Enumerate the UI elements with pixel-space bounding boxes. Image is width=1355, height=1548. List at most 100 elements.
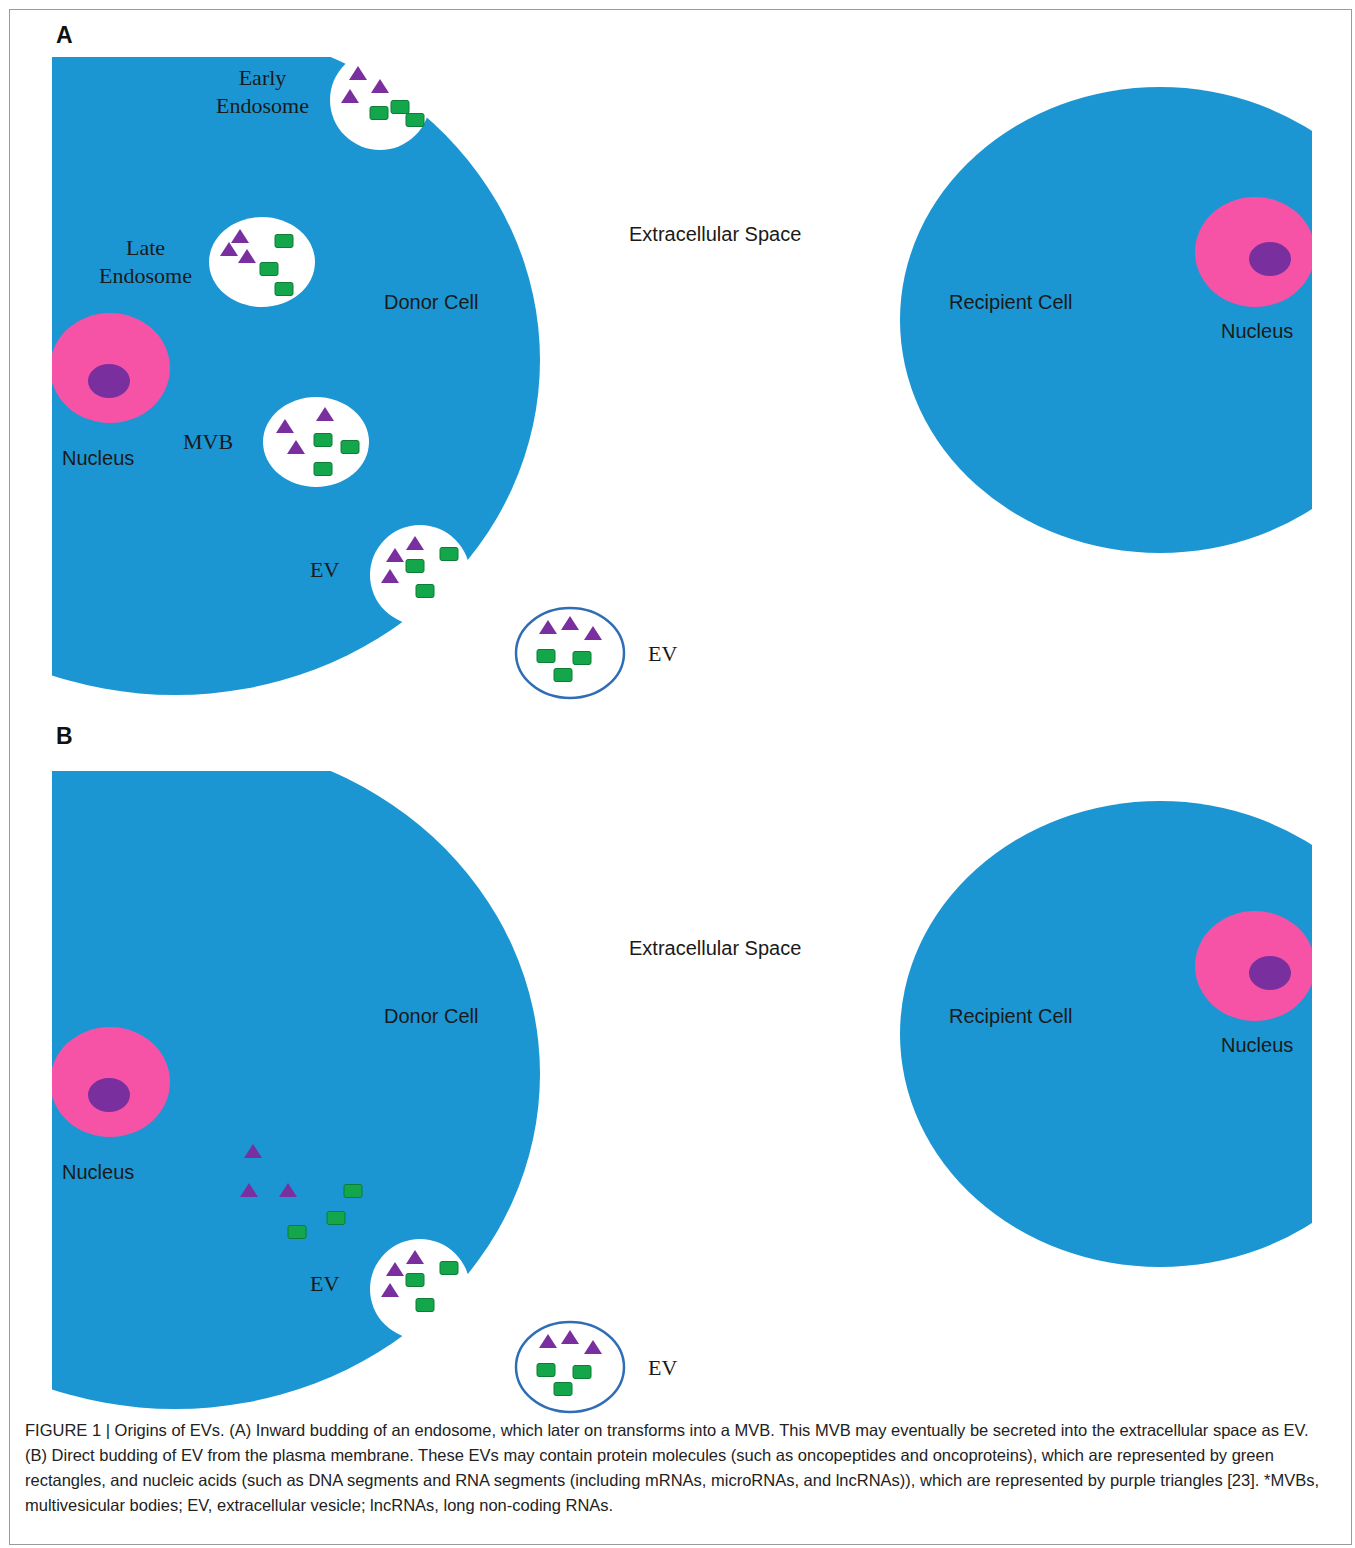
nucleus: Nucleus xyxy=(52,1027,170,1137)
cell-body xyxy=(900,801,1312,1267)
nucleus-shape xyxy=(1195,197,1312,307)
node-label: Nucleus xyxy=(1221,1034,1293,1057)
nucleic-acid-triangle xyxy=(231,229,249,243)
nucleic-acid-triangle xyxy=(584,626,602,640)
recipient-cell: Recipient CellNucleus xyxy=(900,87,1312,553)
cell-body xyxy=(52,771,540,1409)
node-label: Nucleus xyxy=(62,1161,134,1184)
vesicle-membrane xyxy=(516,1322,624,1412)
budding-vesicle-shape xyxy=(370,525,470,625)
nucleic-acid-triangle xyxy=(386,1262,404,1276)
nucleolus xyxy=(1249,242,1291,276)
nucleus-shape xyxy=(52,313,170,423)
nucleic-acid-triangle xyxy=(386,548,404,562)
vesicle-body xyxy=(370,525,470,625)
nucleic-acid-triangle xyxy=(279,1183,297,1197)
panel-letter: B xyxy=(56,723,73,750)
nucleus: Nucleus xyxy=(52,313,170,423)
budding-vesicle-shape xyxy=(370,1239,470,1339)
budding-vesicle: EV xyxy=(370,1239,470,1339)
nucleus-shape xyxy=(1195,911,1312,1021)
protein-rectangle xyxy=(260,263,278,276)
endosome-body xyxy=(209,217,315,307)
extracellular-vesicle-shape xyxy=(516,1321,624,1413)
nucleus-shape xyxy=(52,1027,170,1137)
node-label: EV xyxy=(648,1354,677,1382)
budding-vesicle: EV xyxy=(370,525,470,625)
late-endosome-shape xyxy=(209,217,315,307)
protein-rectangle xyxy=(288,1226,306,1239)
nucleic-acid-triangle xyxy=(287,440,305,454)
protein-rectangle xyxy=(440,1262,458,1275)
protein-rectangle xyxy=(573,652,591,665)
protein-rectangle xyxy=(370,107,388,120)
node-label: Recipient Cell xyxy=(949,291,1072,314)
nucleic-acid-triangle xyxy=(381,1283,399,1297)
nucleolus xyxy=(88,1078,130,1112)
extracellular-vesicle: EV xyxy=(516,1321,624,1413)
vesicle-membrane xyxy=(516,608,624,698)
protein-rectangle xyxy=(275,235,293,248)
nucleolus xyxy=(88,364,130,398)
panel-letter: A xyxy=(56,22,73,49)
protein-rectangle xyxy=(327,1212,345,1225)
node-label: EV xyxy=(310,556,339,584)
mvb-body xyxy=(263,397,369,487)
early-endosome-shape xyxy=(330,57,430,150)
protein-rectangle xyxy=(537,1364,555,1377)
protein-rectangle xyxy=(391,101,409,114)
node-label: Late Endosome xyxy=(88,234,203,290)
nucleic-acid-triangle xyxy=(316,407,334,421)
cell-body xyxy=(52,57,540,695)
node-label: Nucleus xyxy=(1221,320,1293,343)
multivesicular-body: MVB xyxy=(263,397,369,487)
nucleus: Nucleus xyxy=(1195,911,1312,1021)
node-label: Donor Cell xyxy=(384,291,478,314)
nucleic-acid-triangle xyxy=(381,569,399,583)
donor-cell: Donor CellNucleusEV xyxy=(52,771,540,1409)
nucleic-acid-triangle xyxy=(539,1334,557,1348)
nucleic-acid-triangle xyxy=(371,79,389,93)
nucleus-body xyxy=(1195,197,1312,307)
node-label: Recipient Cell xyxy=(949,1005,1072,1028)
extracellular-vesicle-shape xyxy=(516,607,624,699)
nucleic-acid-triangle xyxy=(406,1250,424,1264)
figure-caption: FIGURE 1 | Origins of EVs. (A) Inward bu… xyxy=(25,1418,1330,1518)
protein-rectangle xyxy=(341,441,359,454)
protein-rectangle xyxy=(406,560,424,573)
protein-rectangle xyxy=(573,1366,591,1379)
nucleus-body xyxy=(52,313,170,423)
protein-rectangle xyxy=(554,1383,572,1396)
region-label: Extracellular Space xyxy=(629,223,801,246)
protein-rectangle xyxy=(275,283,293,296)
nucleic-acid-triangle xyxy=(406,536,424,550)
protein-rectangle xyxy=(416,1299,434,1312)
nucleic-acid-triangle xyxy=(539,620,557,634)
nucleic-acid-triangle xyxy=(349,66,367,80)
extracellular-vesicle: EV xyxy=(516,607,624,699)
cell-body xyxy=(900,87,1312,553)
recipient-cell: Recipient CellNucleus xyxy=(900,801,1312,1267)
nucleus: Nucleus xyxy=(1195,197,1312,307)
multivesicular-body-shape xyxy=(263,397,369,487)
node-label: EV xyxy=(648,640,677,668)
node-label: Early Endosome xyxy=(205,64,320,120)
nucleic-acid-triangle xyxy=(276,419,294,433)
protein-rectangle xyxy=(314,434,332,447)
nucleic-acid-triangle xyxy=(240,1183,258,1197)
nucleic-acid-triangle xyxy=(244,1144,262,1158)
node-label: Donor Cell xyxy=(384,1005,478,1028)
node-label: Nucleus xyxy=(62,447,134,470)
nucleic-acid-triangle xyxy=(341,89,359,103)
node-label: EV xyxy=(310,1270,339,1298)
nucleic-acid-triangle xyxy=(561,616,579,630)
nucleic-acid-triangle xyxy=(220,242,238,256)
protein-rectangle xyxy=(416,585,434,598)
nucleus-body xyxy=(1195,911,1312,1021)
nucleic-acid-triangle xyxy=(584,1340,602,1354)
protein-rectangle xyxy=(440,548,458,561)
vesicle-body xyxy=(370,1239,470,1339)
nucleus-body xyxy=(52,1027,170,1137)
protein-rectangle xyxy=(344,1185,362,1198)
protein-rectangle xyxy=(537,650,555,663)
